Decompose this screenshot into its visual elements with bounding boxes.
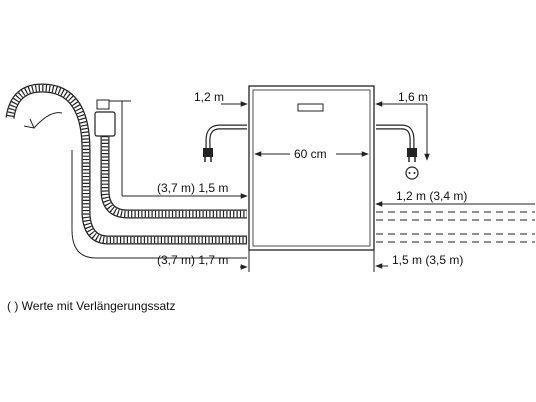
- label-water-lower: 1,5 m (3,5 m): [392, 253, 463, 267]
- plug-right-icon: [407, 148, 417, 162]
- label-water-upper: 1,2 m (3,4 m): [396, 189, 467, 203]
- socket-icon: [405, 166, 419, 180]
- label-drain-lower: (3,7 m) 1,7 m: [157, 253, 228, 267]
- label-power-left: 1,2 m: [194, 90, 224, 104]
- power-cords: [205, 124, 415, 148]
- label-width: 60 cm: [294, 147, 327, 161]
- label-drain-upper: (3,7 m) 1,5 m: [157, 181, 228, 195]
- drain-hose: [5, 83, 247, 259]
- footnote: ( ) Werte mit Verlängerungssatz: [7, 299, 176, 313]
- label-power-right: 1,6 m: [398, 90, 428, 104]
- water-hose: [94, 99, 247, 219]
- dishwasher: [248, 85, 375, 251]
- connection-lines-right: [376, 211, 535, 243]
- dimension-lines: [106, 100, 535, 272]
- plug-left-icon: [203, 148, 213, 162]
